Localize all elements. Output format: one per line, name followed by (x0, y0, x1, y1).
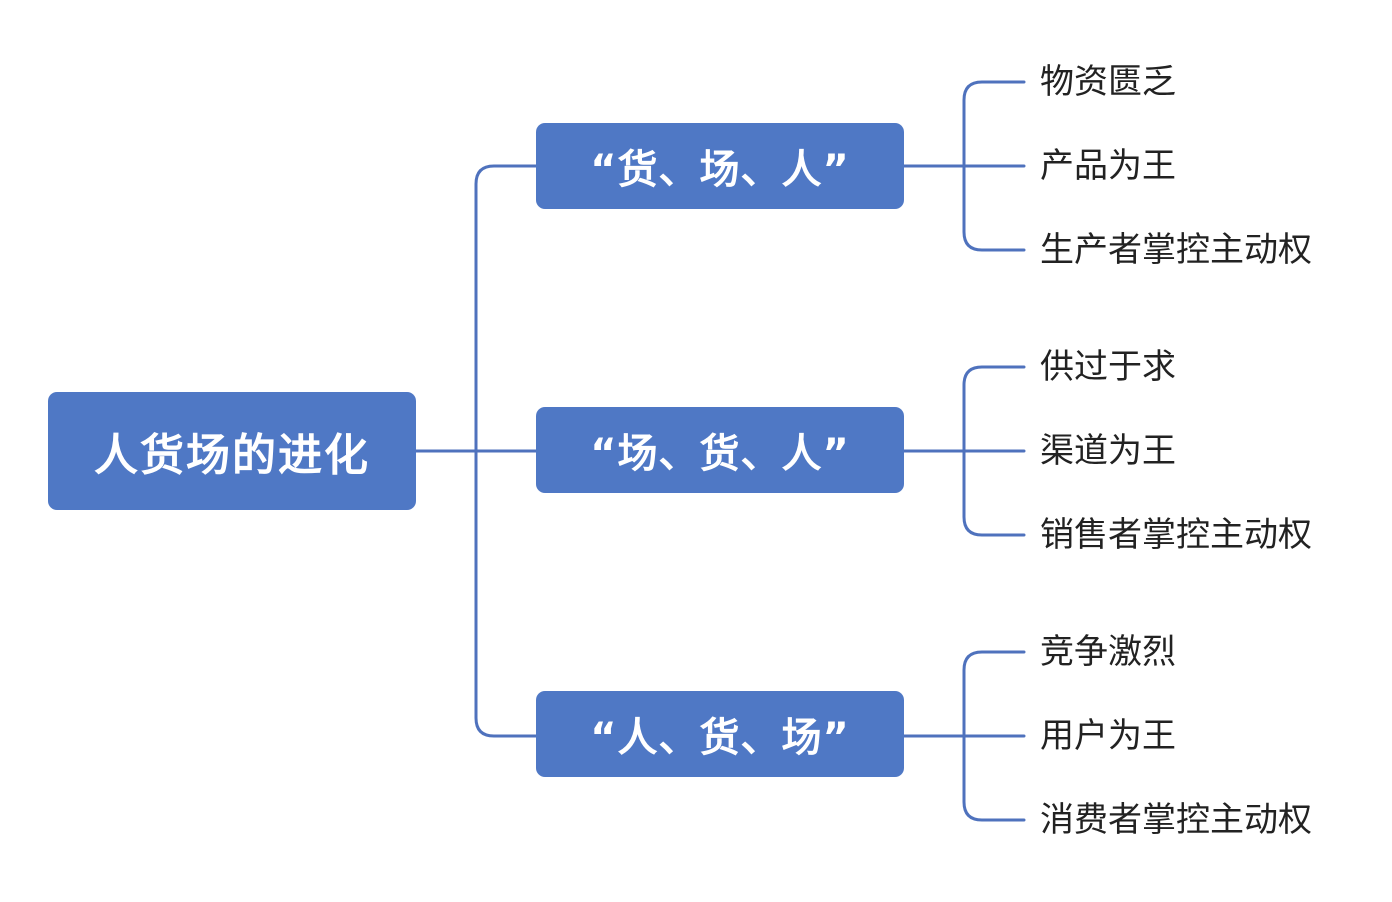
branch-node-place-goods-people[interactable]: “场、货、人” (536, 407, 904, 493)
leaf-node[interactable]: 渠道为王 (1040, 431, 1176, 471)
root-node[interactable]: 人货场的进化 (48, 392, 416, 510)
branch-node-label: “场、货、人” (590, 431, 850, 477)
branch-node-label: “人、货、场” (590, 715, 850, 761)
leaf-node[interactable]: 供过于求 (1040, 347, 1176, 387)
leaf-node[interactable]: 物资匮乏 (1040, 62, 1176, 102)
leaf-node[interactable]: 竞争激烈 (1040, 632, 1176, 672)
connector-branch-2-leaves (902, 650, 1026, 822)
leaf-node[interactable]: 消费者掌控主动权 (1040, 800, 1312, 840)
leaf-node[interactable]: 产品为王 (1040, 146, 1176, 186)
leaf-node[interactable]: 生产者掌控主动权 (1040, 230, 1312, 270)
root-node-label: 人货场的进化 (94, 430, 370, 481)
connector-root-branches (414, 164, 538, 738)
leaf-node[interactable]: 销售者掌控主动权 (1040, 515, 1312, 555)
branch-node-label: “货、场、人” (590, 147, 850, 193)
branch-node-goods-place-people[interactable]: “货、场、人” (536, 123, 904, 209)
connector-branch-1-leaves (902, 365, 1026, 537)
connector-branch-0-leaves (902, 80, 1026, 252)
leaf-node[interactable]: 用户为王 (1040, 716, 1176, 756)
branch-node-people-goods-place[interactable]: “人、货、场” (536, 691, 904, 777)
